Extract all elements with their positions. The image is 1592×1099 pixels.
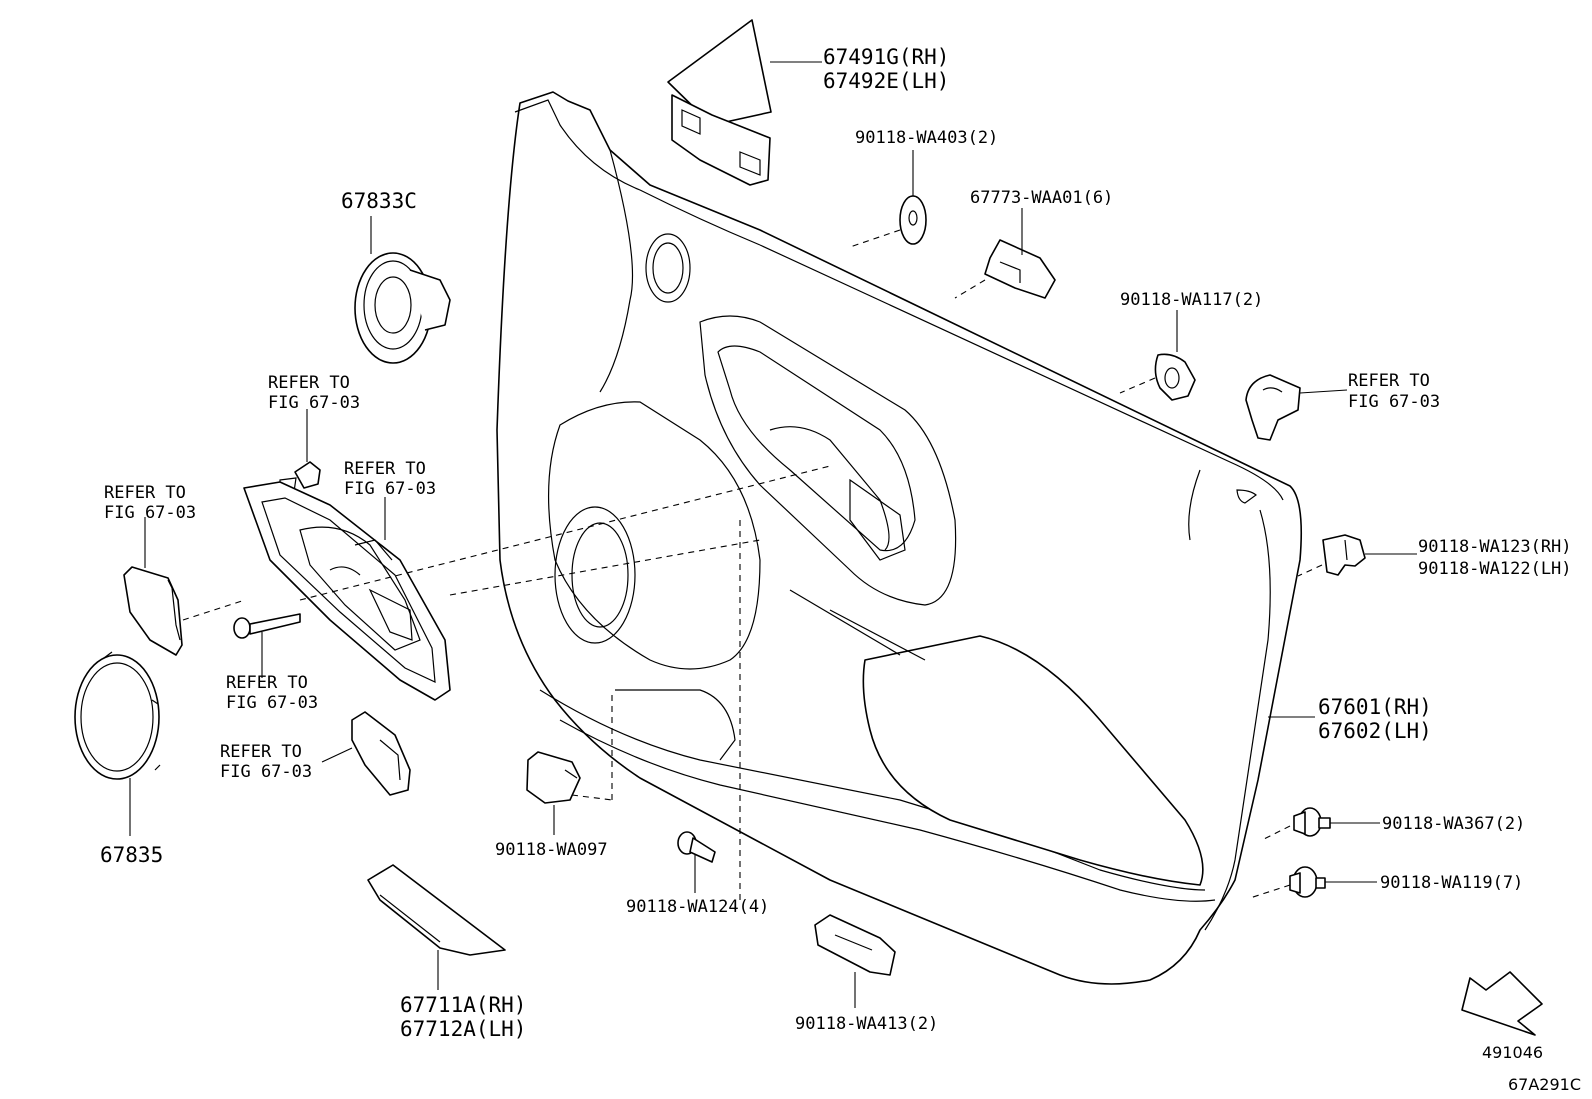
label-90118-wa122: 90118-WA122(LH) [1418, 559, 1572, 579]
stud-clip-90118-wa119[interactable] [1289, 866, 1326, 898]
label-ref-bezel-1: REFER TO [344, 459, 426, 479]
cover-clip-90118-wa413[interactable] [814, 914, 896, 976]
switch-base[interactable] [351, 711, 411, 796]
retainer-clip-67773-waa01[interactable] [984, 239, 1056, 299]
label-67711a: 67711A(RH) [400, 993, 526, 1017]
label-90118-wa119: 90118-WA119(7) [1380, 873, 1523, 893]
label-67712a: 67712A(LH) [400, 1017, 526, 1041]
label-67602: 67602(LH) [1318, 719, 1432, 743]
label-90118-wa413: 90118-WA413(2) [795, 1014, 938, 1034]
door-trim-panel[interactable] [496, 91, 1303, 985]
clip-90118-wa123[interactable] [1322, 534, 1366, 576]
push-clip-90118-wa124[interactable] [677, 831, 716, 863]
screw-fastener[interactable] [233, 613, 301, 639]
label-ref-cover-2: FIG 67-03 [104, 503, 196, 523]
tweeter-67833c[interactable] [354, 252, 451, 364]
clip-90118-wa117[interactable] [1154, 353, 1196, 401]
label-ref-top-right-2: FIG 67-03 [1348, 392, 1440, 412]
label-ref-screw-2: FIG 67-03 [226, 693, 318, 713]
label-90118-wa367: 90118-WA367(2) [1382, 814, 1525, 834]
label-90118-wa124: 90118-WA124(4) [626, 897, 769, 917]
label-67492e: 67492E(LH) [823, 69, 949, 93]
label-ref-switch-2: FIG 67-03 [220, 762, 312, 782]
label-90118-wa123: 90118-WA123(RH) [1418, 537, 1572, 557]
label-ref-screw-1: REFER TO [226, 673, 308, 693]
direction-arrow-icon [1461, 971, 1543, 1036]
label-90118-wa403: 90118-WA403(2) [855, 128, 998, 148]
label-90118-wa097: 90118-WA097 [495, 840, 608, 860]
label-ref-pin-2: FIG 67-03 [268, 393, 360, 413]
label-ref-bezel-2: FIG 67-03 [344, 479, 436, 499]
clip-90118-wa097[interactable] [526, 751, 581, 804]
label-ref-cover-1: REFER TO [104, 483, 186, 503]
label-90118-wa117: 90118-WA117(2) [1120, 290, 1263, 310]
label-ref-switch-1: REFER TO [220, 742, 302, 762]
lower-garnish-67711a[interactable] [367, 864, 506, 956]
label-ref-pin-1: REFER TO [268, 373, 350, 393]
diagram-number: 491046 [1482, 1043, 1543, 1062]
label-67491g: 67491G(RH) [823, 45, 949, 69]
inside-handle-bezel[interactable] [243, 481, 451, 701]
label-ref-top-right-1: REFER TO [1348, 371, 1430, 391]
label-67835: 67835 [100, 843, 163, 867]
speaker-grille-67835[interactable] [74, 651, 161, 780]
cover-plate-left[interactable] [123, 566, 183, 656]
label-67833c: 67833C [341, 189, 417, 213]
figure-code: 67A291C [1508, 1075, 1581, 1094]
corner-garnish-67491g[interactable] [667, 19, 772, 186]
hook-bracket-top-right[interactable] [1245, 374, 1301, 441]
label-67601: 67601(RH) [1318, 695, 1432, 719]
stud-clip-90118-wa367[interactable] [1293, 807, 1331, 837]
cushion-disk-90118-wa403[interactable] [899, 195, 927, 245]
label-67773-waa01: 67773-WAA01(6) [970, 188, 1113, 208]
